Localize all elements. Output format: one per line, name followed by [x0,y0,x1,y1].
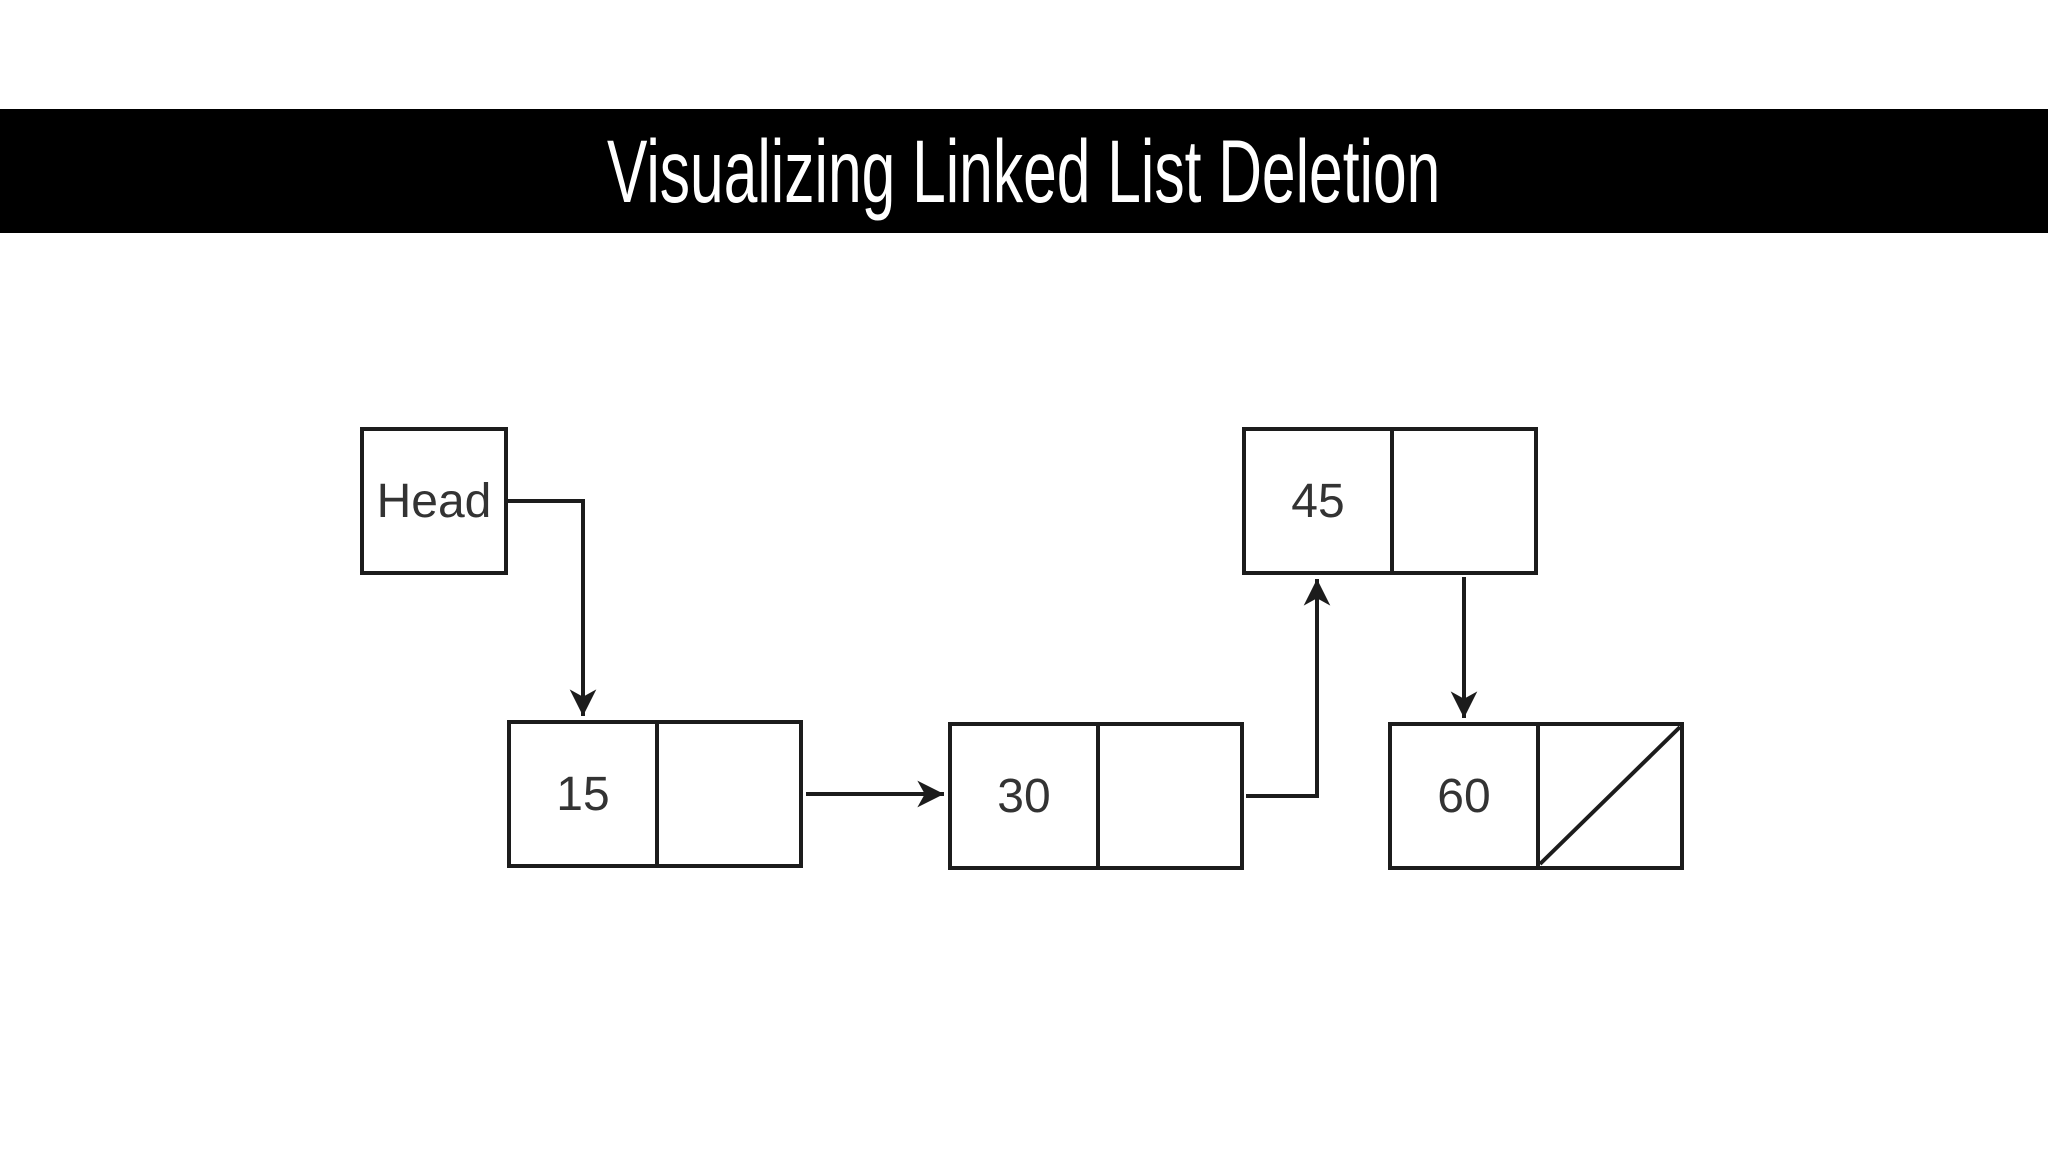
node-45-pointer-cell [1390,431,1534,571]
node-30-value: 30 [997,769,1051,823]
node-15-pointer-cell [655,724,799,864]
arrow-30-to-45 [1246,579,1331,798]
node-60-data-cell: 60 [1392,726,1536,866]
node-60-value: 60 [1437,769,1491,823]
title-banner: Visualizing Linked List Deletion [0,109,2048,233]
head-label: Head [376,474,492,528]
node-30-data-cell: 30 [952,726,1096,866]
node-45: 45 [1242,427,1538,575]
node-15-value: 15 [556,767,610,821]
node-60: 60 [1388,722,1684,870]
node-30-pointer-cell [1096,726,1240,866]
arrow-head-to-15 [508,499,597,716]
node-15: 15 [507,720,803,868]
page-title: Visualizing Linked List Deletion [607,120,1441,221]
head-box: Head [360,427,508,575]
node-45-value: 45 [1291,474,1345,528]
node-60-pointer-cell [1536,726,1680,866]
node-30: 30 [948,722,1244,870]
node-45-data-cell: 45 [1246,431,1390,571]
node-15-data-cell: 15 [511,724,655,864]
